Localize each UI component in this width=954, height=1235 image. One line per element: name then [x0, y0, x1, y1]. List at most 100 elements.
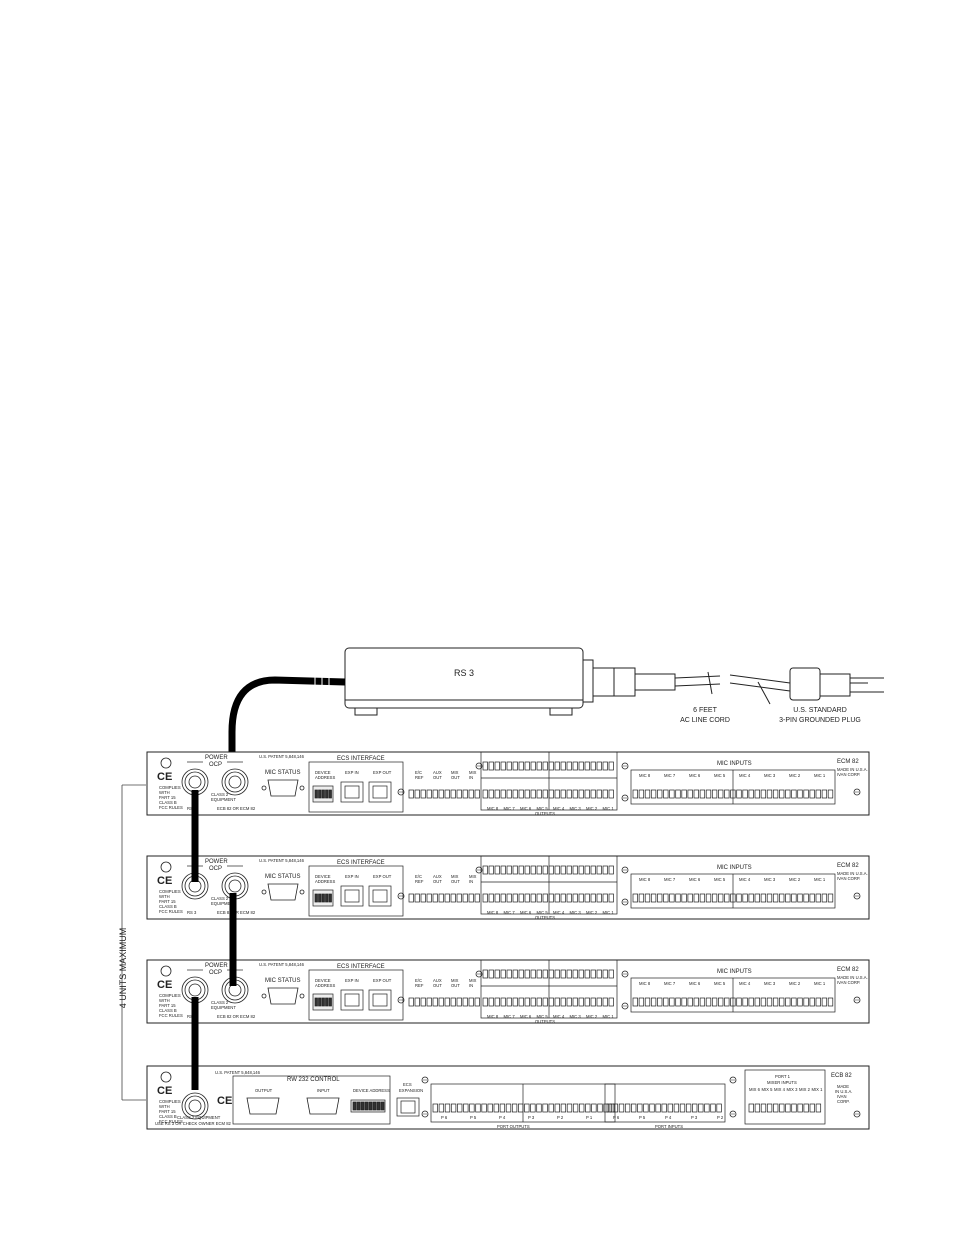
- input-terminal: [815, 789, 821, 799]
- output-terminal: [584, 969, 590, 979]
- input-terminal: [748, 789, 754, 799]
- output-terminal: [590, 761, 596, 771]
- power-label: POWER: [205, 963, 228, 969]
- power-supply: RS 3 6 FEET AC LINE CORD U.S. STANDARD 3…: [344, 647, 884, 724]
- input-terminal: [657, 789, 663, 799]
- output-terminal: [566, 761, 572, 771]
- made-in-label: CORP.: [837, 1099, 850, 1104]
- rack-screw: [621, 1002, 629, 1010]
- aux-terminal: [456, 893, 462, 903]
- output-terminal: [500, 761, 506, 771]
- rs3-tag: RS 3: [187, 910, 197, 915]
- aux-label: OUT: [451, 879, 460, 884]
- aux-terminal: [462, 789, 468, 799]
- aux-terminal: [432, 893, 438, 903]
- rack-screw: [621, 794, 629, 802]
- input-terminal: [803, 789, 809, 799]
- dip-lever: [368, 1101, 373, 1111]
- class2-label: CLASS 2: [211, 792, 229, 797]
- exp-out-label: EXP OUT: [373, 978, 392, 983]
- port1-label: PORT 1: [775, 1074, 791, 1079]
- output-mic-label: MIC 8: [487, 1014, 499, 1019]
- port-input-terminal: [698, 1103, 704, 1113]
- output-mic-label: MIC 4: [553, 806, 565, 811]
- port-output-terminal: [542, 1103, 548, 1113]
- input-terminal: [675, 893, 681, 903]
- input-terminal: [827, 997, 834, 1007]
- fcc-text: COMPLIES: [159, 785, 181, 790]
- aux-label: E/C: [415, 874, 422, 879]
- ce-mark: CE: [157, 875, 172, 887]
- output-terminal: [512, 893, 518, 903]
- rj45-exp-in: [340, 885, 364, 907]
- output-terminal: [542, 893, 548, 903]
- input-mic-label: MIC 5: [714, 773, 726, 778]
- rack-screw: [621, 762, 629, 770]
- ecs-interface-box: [308, 761, 404, 813]
- aux-terminal: [438, 789, 444, 799]
- output-terminal: [542, 789, 548, 799]
- port-input-terminal: [716, 1103, 722, 1113]
- output-terminal: [506, 893, 512, 903]
- output-terminal: [554, 789, 560, 799]
- output-terminal: [584, 789, 590, 799]
- rack-screw: [621, 866, 629, 874]
- input-terminal: [809, 997, 815, 1007]
- rack-screw: [421, 1076, 429, 1084]
- output-terminal: [524, 865, 530, 875]
- plug-label-1: U.S. STANDARD: [793, 707, 847, 714]
- input-terminal: [742, 893, 748, 903]
- aux-label: IN: [469, 983, 473, 988]
- input-terminal: [644, 997, 651, 1007]
- aux-label: REF: [415, 879, 424, 884]
- db9-screw: [261, 889, 267, 895]
- dip-lever: [318, 893, 322, 903]
- input-terminal: [711, 789, 718, 799]
- fcc-text: WITH: [159, 894, 170, 899]
- mic-status-label: MIC STATUS: [265, 978, 300, 984]
- input-terminal: [650, 997, 657, 1007]
- output-terminal: [542, 997, 548, 1007]
- mic-status-label: MIC STATUS: [265, 770, 300, 776]
- fcc-text: COMPLIES: [159, 889, 181, 894]
- output-terminal: [512, 761, 518, 771]
- ecb-tag: ECB 82 OR ECM 82: [217, 806, 256, 811]
- port-inputs-label: PORT INPUTS: [655, 1124, 683, 1129]
- aux-label: AUX: [433, 770, 442, 775]
- rs232-label: RW 232 CONTROL: [287, 1077, 340, 1083]
- output-mic-label: MIC 8: [487, 806, 499, 811]
- output-terminal: [548, 789, 554, 799]
- rack-panel: [146, 959, 870, 1024]
- fcc-text: WITH: [159, 998, 170, 1003]
- fcc-text: PART 15: [159, 1003, 176, 1008]
- output-terminal: [500, 997, 506, 1007]
- aux-terminal: [426, 997, 432, 1007]
- input-terminal: [687, 893, 693, 903]
- class2-label: EQUIPMENT: [211, 1005, 236, 1010]
- input-terminal: [785, 789, 791, 799]
- power-cable: [228, 676, 346, 790]
- ce-mark: CE: [157, 771, 172, 783]
- fcc-text: CLASS B: [159, 800, 177, 805]
- output-terminal: [590, 865, 596, 875]
- mixer-terminal: [754, 1103, 761, 1113]
- outputs-label: OUTPUTS: [535, 1019, 555, 1024]
- output-mic-label: MIC 1: [603, 910, 615, 915]
- input-terminal: [669, 893, 675, 903]
- output-mic-label: MIC 1: [603, 1014, 615, 1019]
- output-terminal: [482, 865, 488, 875]
- input-terminal: [815, 997, 821, 1007]
- input-terminal: [675, 997, 681, 1007]
- output-terminal: [494, 997, 500, 1007]
- daisy-chain-cables: [191, 790, 237, 1090]
- output-mic-label: MIC 2: [586, 806, 598, 811]
- output-terminal: [590, 969, 596, 979]
- exp-in-label: EXP IN: [345, 978, 359, 983]
- output-mic-label: MIC 3: [570, 910, 582, 915]
- output-terminal: [506, 761, 512, 771]
- exp-out-label: EXP OUT: [373, 874, 392, 879]
- db9-connector: [267, 987, 299, 1005]
- input-terminal: [748, 893, 754, 903]
- input-terminal: [638, 893, 645, 903]
